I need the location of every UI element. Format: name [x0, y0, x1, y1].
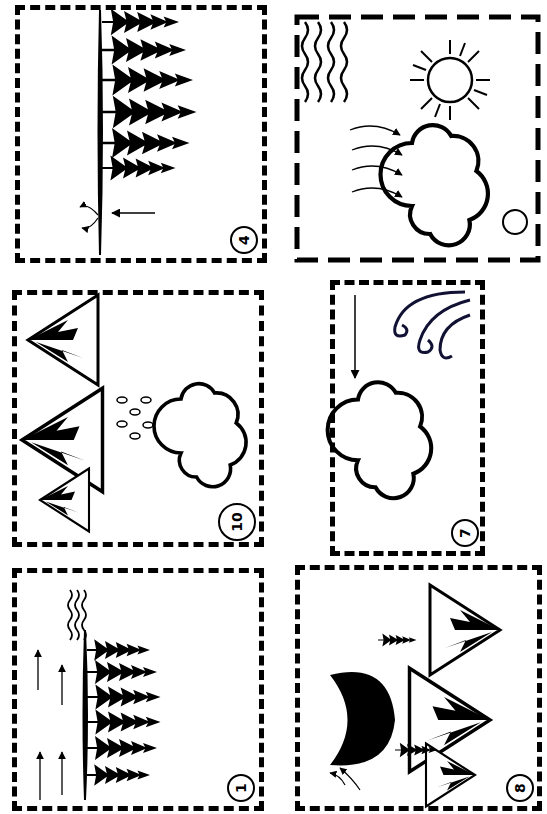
transpiration-figure	[38, 590, 161, 800]
forest-figure	[80, 9, 197, 255]
callout-number: 10	[218, 503, 256, 541]
snow-figure	[330, 585, 500, 807]
callout-number: 4	[230, 226, 258, 254]
evaporation-card	[297, 17, 538, 260]
rain-figure	[22, 295, 246, 532]
step-card: 7	[330, 280, 485, 556]
callout-number: 8	[506, 774, 534, 802]
step-card: 8	[295, 565, 542, 811]
step-card: 10	[12, 290, 264, 547]
step-card: 1	[12, 568, 264, 811]
callout-number: 1	[227, 774, 255, 802]
wind-figure	[328, 292, 470, 498]
callout-number: 7	[451, 519, 479, 547]
step-card: 4	[15, 5, 267, 263]
